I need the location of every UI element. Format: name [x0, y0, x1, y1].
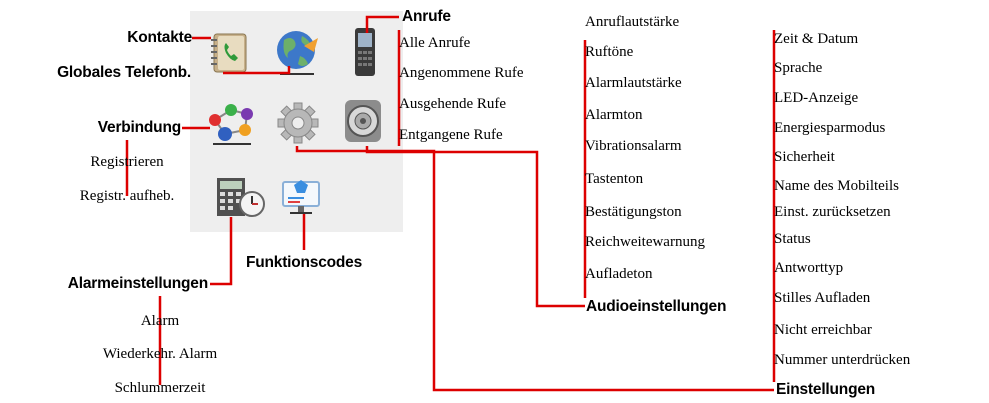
audio-item-range-warning[interactable]: Reichweitewarnung — [585, 234, 705, 250]
handset-icon[interactable] — [350, 24, 380, 80]
alarm-item-alarm[interactable]: Alarm — [140, 313, 180, 329]
settings-item-reset[interactable]: Einst. zurücksetzen — [774, 204, 891, 220]
audio-item-ringtones[interactable]: Ruftöne — [585, 44, 634, 60]
settings-item-handset-name[interactable]: Name des Mobilteils — [774, 178, 899, 194]
globe-icon[interactable] — [274, 26, 324, 78]
settings-item-led[interactable]: LED-Anzeige — [774, 90, 859, 106]
alarm-item-snooze[interactable]: Schlummerzeit — [114, 380, 206, 396]
contacts-book-icon[interactable] — [208, 30, 252, 76]
calls-item-missed[interactable]: Entgangene Rufe — [399, 127, 503, 143]
settings-item-power-save[interactable]: Energiesparmodus — [774, 120, 886, 136]
calls-item-outgoing[interactable]: Ausgehende Rufe — [399, 96, 507, 112]
settings-item-silent-charge[interactable]: Stilles Aufladen — [774, 290, 871, 306]
audio-item-call-volume[interactable]: Anruflautstärke — [585, 14, 680, 30]
alarm-settings-title[interactable]: Alarmeinstellungen — [67, 275, 208, 292]
connection-item-register[interactable]: Registrieren — [90, 154, 164, 170]
audio-item-alarm-tone[interactable]: Alarmton — [585, 107, 643, 123]
settings-item-answer-type[interactable]: Antworttyp — [774, 260, 844, 276]
calls-title[interactable]: Anrufe — [402, 8, 451, 25]
calls-item-all[interactable]: Alle Anrufe — [399, 35, 471, 51]
audio-item-charge-tone[interactable]: Aufladeton — [585, 266, 653, 282]
connection-title[interactable]: Verbindung — [97, 119, 181, 136]
gear-icon[interactable] — [276, 100, 320, 146]
settings-item-language[interactable]: Sprache — [774, 60, 823, 76]
audio-item-confirm-tone[interactable]: Bestätigungston — [585, 204, 682, 220]
audio-item-key-tone[interactable]: Tastenton — [585, 171, 644, 187]
audio-item-alarm-volume[interactable]: Alarmlautstärke — [585, 75, 682, 91]
audio-title[interactable]: Audioeinstellungen — [586, 298, 727, 315]
connection-network-icon[interactable] — [205, 100, 259, 148]
calls-item-received[interactable]: Angenommene Rufe — [399, 65, 524, 81]
settings-title[interactable]: Einstellungen — [776, 381, 876, 398]
connection-item-unregister[interactable]: Registr. aufheb. — [79, 188, 175, 204]
alarm-item-repeat[interactable]: Wiederkehr. Alarm — [102, 346, 218, 362]
settings-item-time-date[interactable]: Zeit & Datum — [774, 31, 859, 47]
function-codes-label[interactable]: Funktionscodes — [245, 254, 363, 271]
contacts-label[interactable]: Kontakte — [127, 29, 192, 46]
speaker-icon[interactable] — [342, 98, 384, 148]
settings-item-security[interactable]: Sicherheit — [774, 149, 835, 165]
settings-item-hide-number[interactable]: Nummer unterdrücken — [774, 352, 911, 368]
monitor-icon[interactable] — [280, 176, 322, 218]
calculator-clock-icon[interactable] — [214, 174, 268, 220]
phonebook-label[interactable]: Globales Telefonb. — [57, 64, 191, 81]
audio-item-vibration[interactable]: Vibrationsalarm — [585, 138, 682, 154]
settings-item-status[interactable]: Status — [774, 231, 811, 247]
settings-item-unreachable[interactable]: Nicht erreichbar — [774, 322, 872, 338]
